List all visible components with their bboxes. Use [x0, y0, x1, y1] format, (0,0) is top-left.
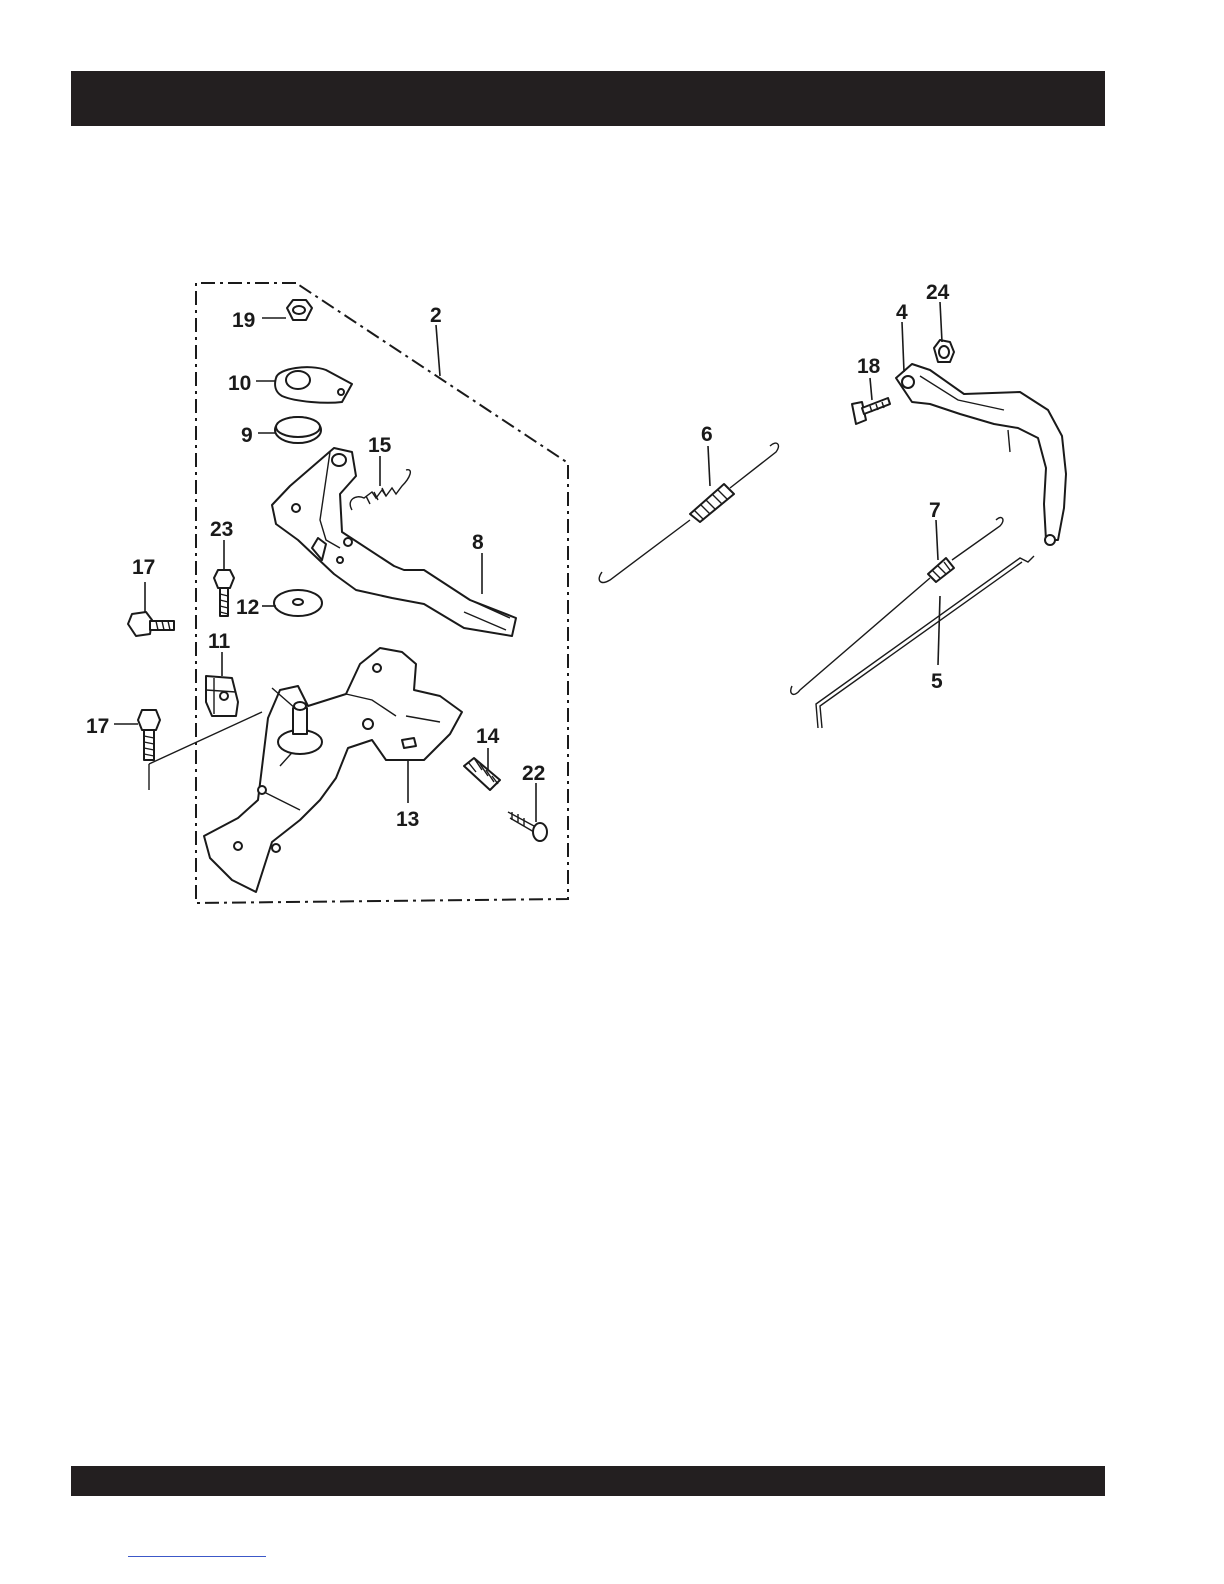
- callout-2: 2: [430, 304, 442, 327]
- callout-4: 4: [896, 301, 908, 324]
- part-13-bracket: [204, 648, 462, 892]
- callout-24: 24: [926, 281, 950, 304]
- callout-23: 23: [210, 518, 233, 541]
- part-18-bolt: [852, 398, 890, 424]
- part-23-bolt: [214, 570, 234, 616]
- callout-7: 7: [929, 499, 941, 522]
- callout-9: 9: [241, 424, 253, 447]
- callout-15: 15: [368, 434, 392, 457]
- callout-17-upper: 17: [132, 556, 155, 579]
- callout-19: 19: [232, 309, 255, 332]
- callout-11: 11: [208, 630, 231, 653]
- part-17-leader: [149, 712, 262, 764]
- part-24-nut: [934, 340, 954, 362]
- part-14-spring: [464, 758, 500, 790]
- part-11-clip: [206, 676, 238, 716]
- callout-22: 22: [522, 762, 545, 785]
- callout-12: 12: [236, 596, 259, 619]
- part-12-washer: [274, 590, 322, 616]
- part-22-screw: [508, 812, 547, 841]
- callout-10: 10: [228, 372, 251, 395]
- callout-6: 6: [701, 423, 713, 446]
- part-4-lever: [896, 364, 1066, 545]
- part-17-bolt-upper: [128, 612, 174, 636]
- callout-14: 14: [476, 725, 500, 748]
- part-17-bolt-lower: [138, 710, 160, 760]
- part-7-spring-rod: [791, 518, 1003, 695]
- part-6-spring: [599, 443, 778, 582]
- part-19-nut: [287, 300, 312, 320]
- callout-5: 5: [931, 670, 943, 693]
- callout-17-lower: 17: [86, 715, 109, 738]
- callout-18: 18: [857, 355, 881, 378]
- callout-13: 13: [396, 808, 419, 831]
- callout-8: 8: [472, 531, 484, 554]
- part-9-washer: [275, 417, 321, 443]
- part-10-plate: [275, 367, 352, 403]
